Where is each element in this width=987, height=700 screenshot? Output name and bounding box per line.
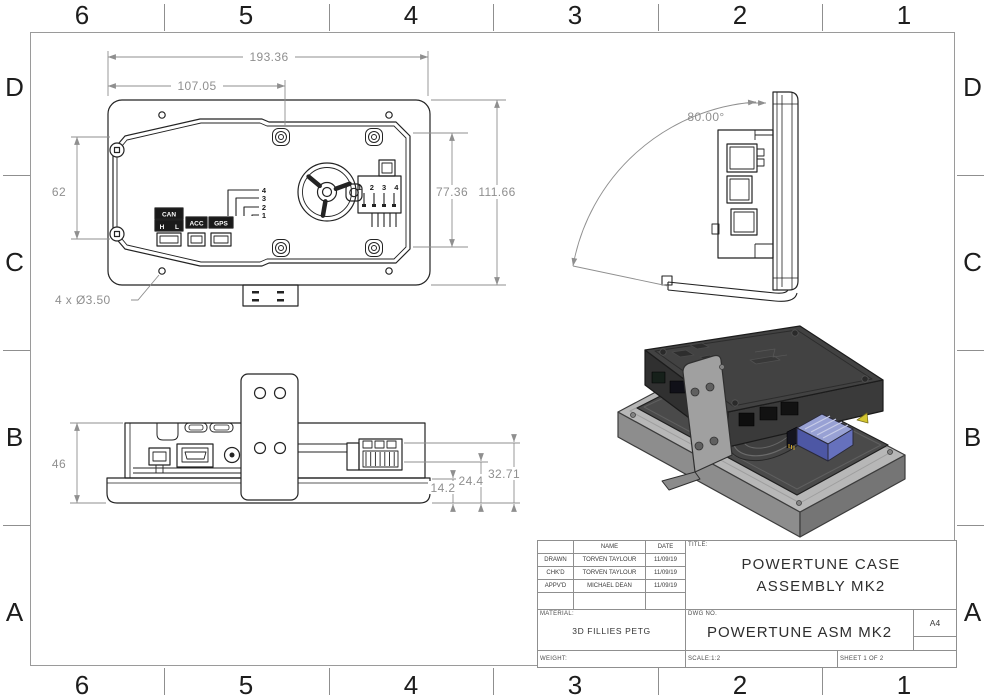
wire-4: 4 xyxy=(262,186,267,195)
zone-tick xyxy=(329,668,330,695)
tb-chkd-date: 11/09/19 xyxy=(645,566,686,580)
zone-row-right-D: D xyxy=(963,72,982,102)
acc-label: ACC xyxy=(189,221,203,228)
wire-1: 1 xyxy=(262,211,266,220)
tb-drawn-date: 11/09/19 xyxy=(645,553,686,567)
zone-row-left-B: B xyxy=(5,422,24,452)
dim-width-partial: 107.05 xyxy=(177,79,216,93)
zone-col-top-1: 1 xyxy=(896,0,912,30)
iso-view xyxy=(617,325,906,538)
hole-callout: 4 x Ø3.50 xyxy=(55,293,111,307)
tb-appvd-name: MICHAEL DEAN xyxy=(573,579,646,593)
zone-col-top-6: 6 xyxy=(74,0,90,30)
bottom-view xyxy=(106,373,431,504)
dim-width-total: 193.36 xyxy=(249,50,288,64)
zone-tick xyxy=(957,525,984,526)
zone-col-top-2: 2 xyxy=(732,0,748,30)
tb-corner xyxy=(537,540,574,554)
wire-2: 2 xyxy=(262,203,266,212)
iso-bracket xyxy=(661,354,733,491)
zone-col-bot-2: 2 xyxy=(732,669,748,700)
front-view xyxy=(107,99,431,307)
zone-tick xyxy=(957,175,984,176)
dim-height-outer: 111.66 xyxy=(478,185,515,199)
sheet-frame xyxy=(30,32,955,666)
tb-appvd-date: 11/09/19 xyxy=(645,579,686,593)
zone-tick xyxy=(3,525,30,526)
gps-label: GPS xyxy=(214,221,228,228)
dimension-text: 193.36 107.05 62 77.36 111.66 4 x Ø3.50 … xyxy=(46,50,724,495)
zone-row-left-A: A xyxy=(5,597,24,627)
tb-empty-row xyxy=(645,592,686,610)
zone-row-left-D: D xyxy=(5,72,24,102)
tb-material: MATERIAL: 3D FILLIES PETG xyxy=(537,609,686,651)
title-line1: POWERTUNE CASE xyxy=(741,556,901,573)
tb-empty-row xyxy=(537,592,574,610)
header-connector xyxy=(357,159,402,227)
tb-weight: WEIGHT: xyxy=(537,650,686,668)
io-connectors xyxy=(154,207,234,247)
zone-tick xyxy=(822,4,823,31)
header-pin-numbers: 1 2 3 4 xyxy=(358,183,402,192)
zone-col-bot-1: 1 xyxy=(896,669,912,700)
can-h-label: H xyxy=(160,224,165,231)
zone-col-top-5: 5 xyxy=(238,0,254,30)
tb-size-sub xyxy=(913,636,957,651)
tb-appvd-role: APPV'D xyxy=(537,579,574,593)
angle-dim: 80.00° xyxy=(687,110,724,124)
zone-tick xyxy=(957,350,984,351)
zone-tick xyxy=(658,4,659,31)
zone-row-right-A: A xyxy=(963,597,982,627)
fan xyxy=(297,162,363,222)
tb-sheet: SHEET 1 OF 2 xyxy=(837,650,957,668)
zone-tick xyxy=(658,668,659,695)
tb-chkd-name: TORVEN TAYLOUR xyxy=(573,566,646,580)
dim-24-4: 24.4 xyxy=(459,474,484,488)
zone-tick xyxy=(164,4,165,31)
zone-tick xyxy=(3,350,30,351)
zone-col-bot-4: 4 xyxy=(403,669,419,700)
zone-row-left-C: C xyxy=(5,247,24,277)
zone-tick xyxy=(493,4,494,31)
tb-title: TITLE: POWERTUNE CASE ASSEMBLY MK2 xyxy=(685,540,957,610)
side-view xyxy=(661,91,799,302)
zone-col-bot-3: 3 xyxy=(567,669,583,700)
tb-name-header: NAME xyxy=(573,540,646,554)
tb-drawn-role: DRAWN xyxy=(537,553,574,567)
dim-14-2: 14.2 xyxy=(431,481,456,495)
zone-row-right-C: C xyxy=(963,247,982,277)
tb-scale: SCALE:1:2 xyxy=(685,650,838,668)
iso-blue-connector xyxy=(786,413,854,462)
tb-drawn-name: TORVEN TAYLOUR xyxy=(573,553,646,567)
wire-3: 3 xyxy=(262,194,266,203)
zone-col-top-4: 4 xyxy=(403,0,419,30)
zone-col-bot-6: 6 xyxy=(74,669,90,700)
can-l-label: L xyxy=(175,224,179,231)
zone-tick xyxy=(822,668,823,695)
dim-height-inner: 77.36 xyxy=(436,185,468,199)
zone-tick xyxy=(493,668,494,695)
iso-yellow-accent xyxy=(856,412,869,424)
tb-chkd-role: CHK'D xyxy=(537,566,574,580)
tb-date-header: DATE xyxy=(645,540,686,554)
zone-row-right-B: B xyxy=(963,422,982,452)
dim-46: 46 xyxy=(52,457,66,471)
title-line2: ASSEMBLY MK2 xyxy=(756,578,886,595)
tb-size: A4 xyxy=(913,609,957,637)
can-label: CAN xyxy=(162,212,176,219)
dim-32-71: 32.71 xyxy=(488,467,520,481)
tb-empty-row xyxy=(573,592,646,610)
zone-tick xyxy=(329,4,330,31)
zone-col-top-3: 3 xyxy=(567,0,583,30)
tb-dwg-no: DWG NO. POWERTUNE ASM MK2 xyxy=(685,609,914,651)
zone-tick xyxy=(164,668,165,695)
zone-tick xyxy=(3,175,30,176)
dim-height-left: 62 xyxy=(52,185,66,199)
zone-col-bot-5: 5 xyxy=(238,669,254,700)
